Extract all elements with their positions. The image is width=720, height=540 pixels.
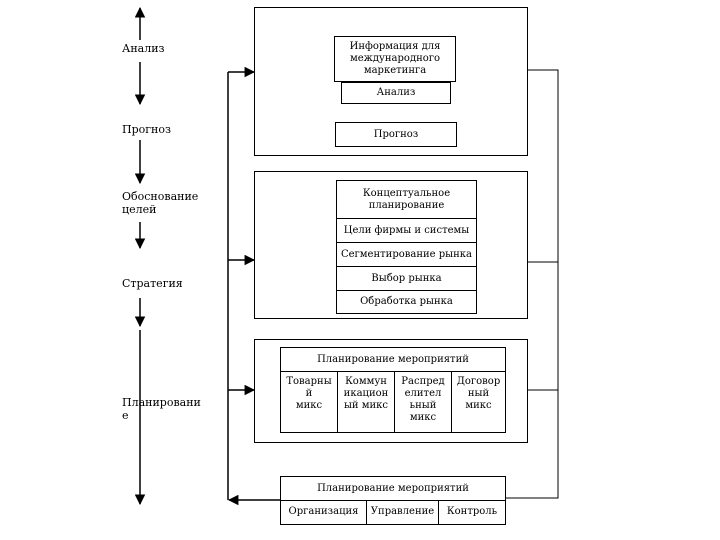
- control-planning-title: Планирование мероприятий: [281, 477, 505, 501]
- activity-planning-table: Планирование мероприятий Товарны й микс …: [280, 347, 506, 433]
- block-activity-planning: [254, 339, 528, 443]
- stage-label-analysis: Анализ: [122, 42, 165, 55]
- box-market-choice: Выбор рынка: [337, 267, 476, 291]
- stage-label-planning: Планировани е: [122, 396, 201, 422]
- item-organization: Организация: [281, 500, 367, 524]
- box-concept-planning: Концептуальное планирование: [337, 181, 476, 219]
- feedback-line: [506, 69, 559, 499]
- mix-contract: Договор ный микс: [456, 376, 501, 411]
- box-analysis: Анализ: [341, 82, 451, 104]
- item-control: Контроль: [446, 506, 498, 517]
- mix-communication: Коммун икацион ый микс: [338, 372, 395, 432]
- control-planning-table: Планирование мероприятий Организация Упр…: [280, 476, 506, 525]
- mix-distribution: Распред елител ьный микс: [395, 372, 452, 432]
- item-management: Управление: [367, 500, 439, 524]
- stage-label-forecast: Прогноз: [122, 123, 171, 136]
- block-analysis-forecast: [254, 7, 528, 156]
- control-items-row: Организация Управление Контроль: [281, 500, 505, 524]
- box-market-segmentation: Сегментирование рынка: [337, 243, 476, 267]
- box-marketing-info: Информация для международного маркетинга: [334, 36, 456, 82]
- stage-label-justification: Обоснование целей: [122, 190, 199, 216]
- stage-label-strategy: Стратегия: [122, 277, 183, 290]
- mix-product: Товарны й микс: [281, 372, 338, 432]
- strategy-stack: Концептуальное планирование Цели фирмы и…: [336, 180, 477, 314]
- activity-planning-title: Планирование мероприятий: [281, 348, 505, 372]
- block-strategy: [254, 171, 528, 319]
- box-company-goals: Цели фирмы и системы: [337, 219, 476, 243]
- box-forecast: Прогноз: [335, 122, 457, 147]
- box-market-processing: Обработка рынка: [360, 296, 453, 307]
